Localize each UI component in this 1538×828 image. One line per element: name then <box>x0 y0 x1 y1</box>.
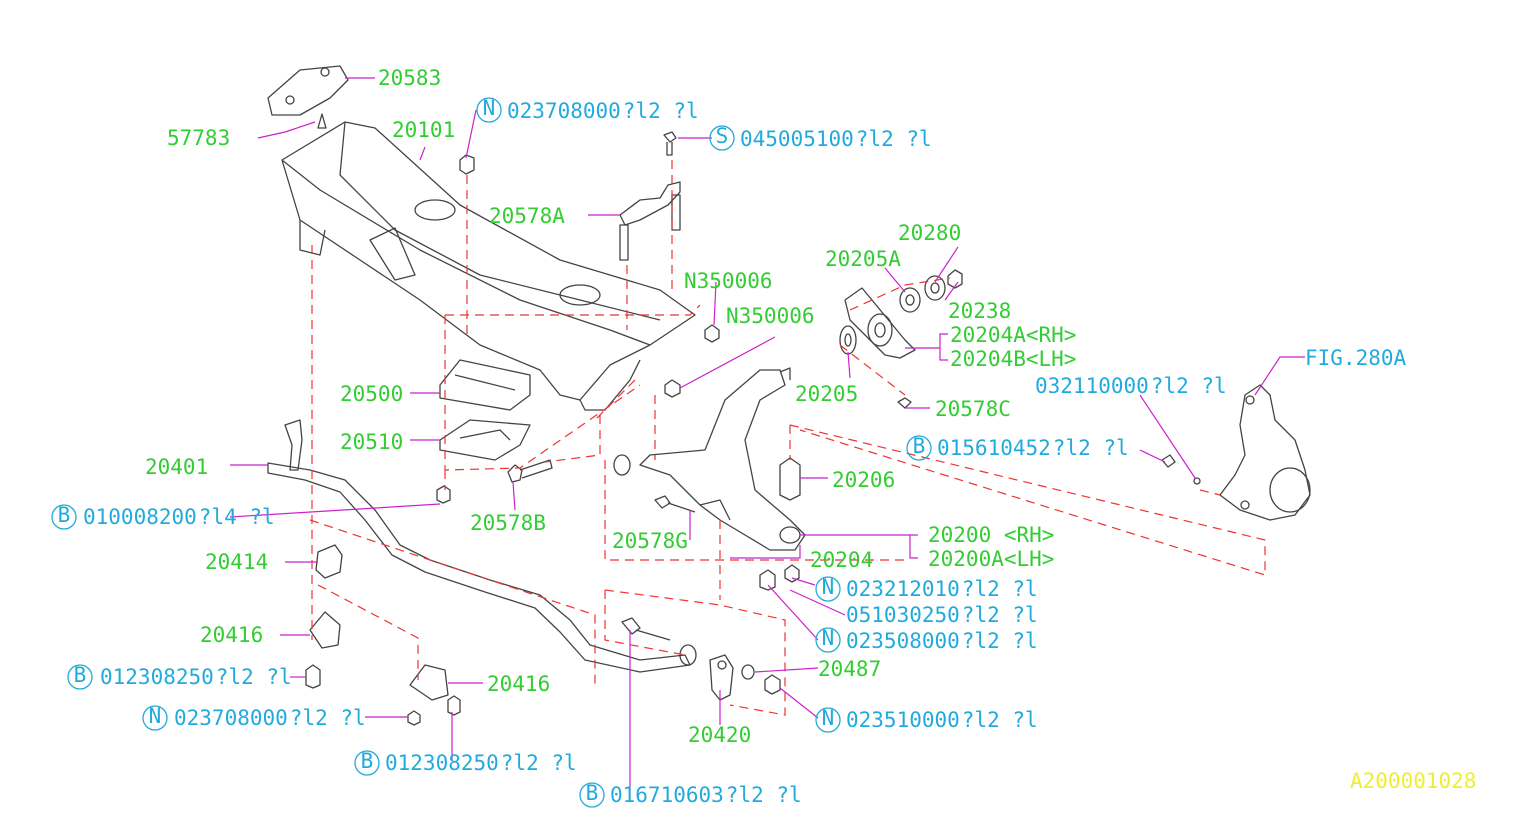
label-20487: 20487 <box>818 657 881 681</box>
link-20420 <box>709 654 734 701</box>
pin-57783 <box>317 113 327 129</box>
label-20414: 20414 <box>205 550 268 574</box>
clamp-20416b <box>409 664 449 701</box>
label-20578C: 20578C <box>935 397 1011 421</box>
figure-id: A200001028 <box>1350 769 1476 793</box>
label-20416a: 20416 <box>200 623 263 647</box>
label-n-023708000-top: 023708000?l2 ?l <box>507 99 699 123</box>
bushing-20205 <box>839 325 857 355</box>
badge-n-0235: N <box>822 626 835 650</box>
knuckle <box>1219 384 1311 521</box>
label-20401: 20401 <box>145 455 208 479</box>
label-n-023508000: 023508000?l2 ?l <box>846 629 1038 653</box>
bolt-032110000 <box>1161 454 1201 485</box>
label-s-045005100: 045005100?l2 ?l <box>740 127 932 151</box>
label-20578A: 20578A <box>489 204 565 228</box>
label-20578B: 20578B <box>470 511 546 535</box>
nut-N350006b <box>664 379 681 398</box>
label-b-010008200: 010008200?l4 ?l <box>83 505 275 529</box>
label-b-012308250a: 012308250?l2 ?l <box>100 665 292 689</box>
bushing-20205A <box>899 287 921 313</box>
label-20578G: 20578G <box>612 529 688 553</box>
label-20500: 20500 <box>340 382 403 406</box>
badge-b-016: B <box>586 781 599 805</box>
bushing-housing-20204 <box>844 287 916 359</box>
label-20510: 20510 <box>340 430 403 454</box>
label-20238: 20238 <box>948 299 1011 323</box>
label-N350006a: N350006 <box>684 269 773 293</box>
bushing-20414 <box>315 544 343 579</box>
stabilizer-bar-20401 <box>267 419 697 673</box>
washer-20280 <box>924 275 946 301</box>
control-arm-20200 <box>639 367 806 551</box>
badge-b-015: B <box>913 434 926 458</box>
label-fig-280A: FIG.280A <box>1305 346 1407 370</box>
bolt-20578G <box>654 495 696 513</box>
crossmember-20101 <box>281 121 696 411</box>
badge-n-0237b: N <box>149 704 162 728</box>
badge-n-023510: N <box>822 706 835 730</box>
ball-joint-20206 <box>779 457 801 501</box>
label-n-023510000: 023510000?l2 ?l <box>846 708 1038 732</box>
badges <box>51 97 932 808</box>
badge-s: S <box>716 124 729 148</box>
label-n-023708000-bot: 023708000?l2 ?l <box>174 706 366 730</box>
label-57783: 57783 <box>167 126 230 150</box>
label-20205A: 20205A <box>825 247 901 271</box>
label-b-016710603: 016710603?l2 ?l <box>610 783 802 807</box>
bolt-016710603 <box>621 617 671 641</box>
bracket-20578A <box>619 181 681 261</box>
label-20204B: 20204B<LH> <box>950 347 1076 371</box>
label-20420: 20420 <box>688 723 751 747</box>
badge-n-top: N <box>483 96 496 120</box>
label-20101: 20101 <box>392 118 455 142</box>
bracket-20583 <box>267 65 349 116</box>
label-20583: 20583 <box>378 66 441 90</box>
nut-top <box>459 154 475 175</box>
label-20204: 20204 <box>810 548 873 572</box>
badge-n-0232: N <box>822 575 835 599</box>
label-20416b: 20416 <box>487 672 550 696</box>
bolt-20578B <box>507 459 553 483</box>
label-20200A: 20200A<LH> <box>928 547 1054 571</box>
plate-20510 <box>439 419 531 461</box>
leader-lines <box>229 77 1305 790</box>
label-20206: 20206 <box>832 468 895 492</box>
badge-b-012a: B <box>74 663 87 687</box>
bolt-045005100 <box>663 131 677 156</box>
bushing-arm <box>613 454 631 476</box>
alignment-lines <box>309 160 1266 716</box>
small-hardware <box>305 397 912 726</box>
label-032110000: 032110000?l2 ?l <box>1035 374 1227 398</box>
badge-b-012b: B <box>361 749 374 773</box>
label-b-012308250b: 012308250?l2 ?l <box>385 751 577 775</box>
label-N350006b: N350006 <box>726 304 815 328</box>
label-b-015610452: 015610452?l2 ?l <box>937 436 1129 460</box>
clamp-20416a <box>309 611 341 649</box>
label-n-023212010: 023212010?l2 ?l <box>846 577 1038 601</box>
nut-20238 <box>947 269 963 289</box>
label-20280: 20280 <box>898 221 961 245</box>
label-20205: 20205 <box>795 382 858 406</box>
nut-N350006a <box>704 324 720 343</box>
label-20204A: 20204A<RH> <box>950 323 1076 347</box>
label-051030250: 051030250?l2 ?l <box>846 603 1038 627</box>
mount-20500 <box>439 359 531 411</box>
badge-b-010: B <box>58 503 71 527</box>
label-20200: 20200 <RH> <box>928 523 1054 547</box>
